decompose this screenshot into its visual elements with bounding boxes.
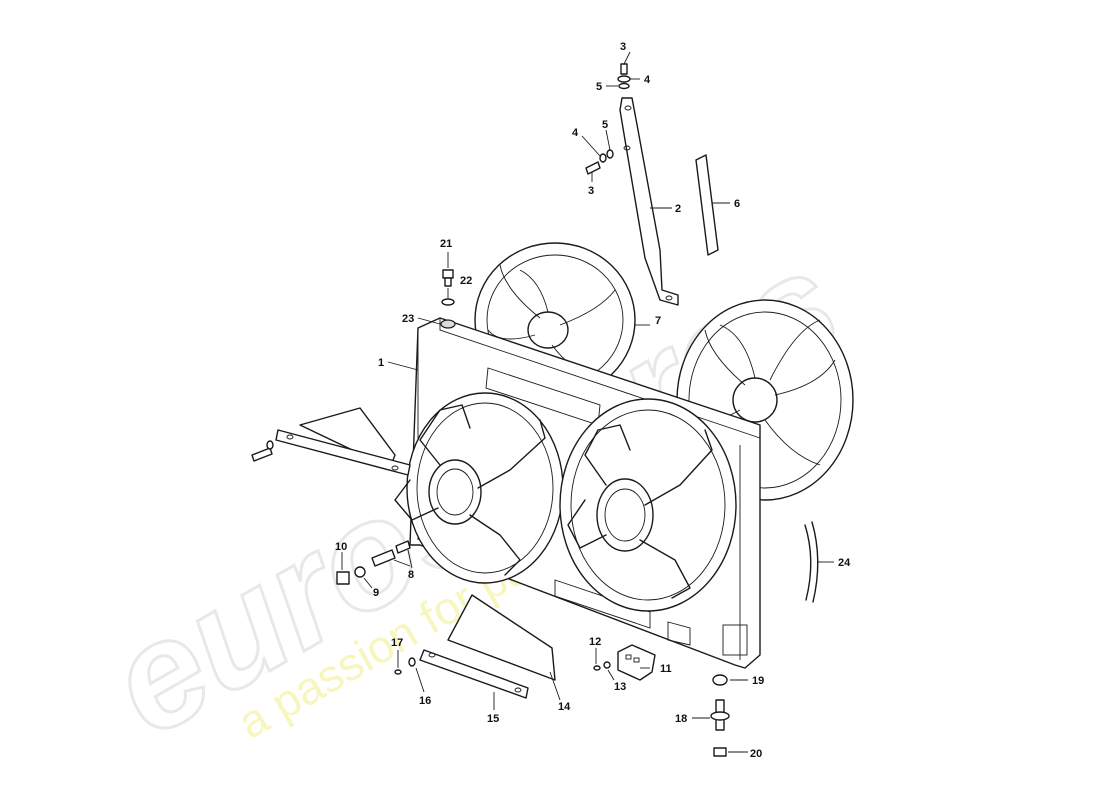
callout-4-top: 4 (644, 74, 651, 86)
callout-21: 21 (440, 238, 452, 250)
left-side-bracket (275, 407, 411, 476)
callout-5-top: 5 (596, 81, 602, 93)
hose-24 (804, 521, 819, 603)
callout-20: 20 (750, 748, 762, 760)
callout-13: 13 (614, 681, 626, 693)
resistor-11 (617, 644, 656, 681)
callout-23: 23 (402, 313, 414, 325)
callout-22: 22 (460, 275, 472, 287)
callout-7: 7 (655, 315, 661, 327)
callouts: 3 4 5 4 5 3 2 6 21 22 23 7 1 10 8 9 24 1… (335, 41, 851, 760)
callout-6: 6 (734, 198, 740, 210)
callout-4-side: 4 (572, 127, 579, 139)
callout-10: 10 (335, 541, 347, 553)
leader-lines (341, 51, 834, 753)
callout-5-side: 5 (602, 119, 608, 131)
plate-14 (447, 594, 556, 681)
fan-shroud (394, 317, 761, 669)
callout-17: 17 (391, 637, 403, 649)
strip-6 (695, 154, 719, 256)
callout-14: 14 (558, 701, 571, 713)
fasteners (251, 63, 730, 757)
callout-12: 12 (589, 636, 601, 648)
callout-24: 24 (838, 557, 851, 569)
callout-3-top: 3 (620, 41, 626, 53)
callout-1: 1 (378, 357, 384, 369)
callout-18: 18 (675, 713, 687, 725)
callout-2: 2 (675, 203, 681, 215)
callout-3-side: 3 (588, 185, 594, 197)
strip-15 (419, 649, 529, 699)
callout-8: 8 (408, 569, 414, 581)
callout-19: 19 (752, 675, 764, 687)
callout-16: 16 (419, 695, 431, 707)
callout-9: 9 (373, 587, 379, 599)
callout-15: 15 (487, 713, 499, 725)
bracket-2 (619, 97, 679, 306)
callout-11: 11 (660, 663, 672, 675)
